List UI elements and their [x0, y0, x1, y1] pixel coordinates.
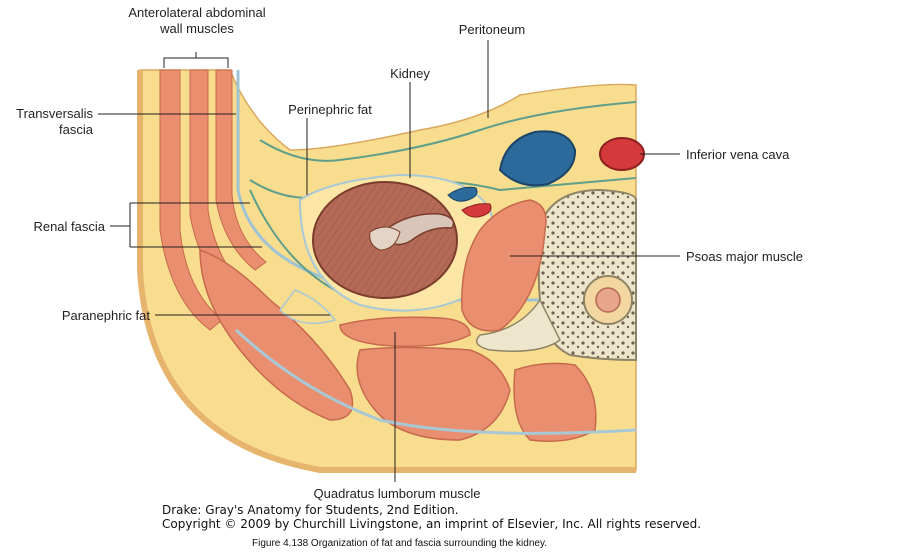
anterolateral-bracket — [163, 52, 229, 68]
latissimus-muscle — [199, 248, 354, 421]
label-perinephric-fat: Perinephric fat — [288, 102, 372, 117]
posterior-fascia — [234, 328, 637, 435]
anterolateral-wall-muscles — [159, 69, 267, 331]
skin-edge — [137, 70, 636, 473]
renal-sinus — [369, 226, 401, 251]
renal-pelvis — [384, 213, 455, 246]
renal-vein — [447, 186, 478, 202]
figure-caption: Figure 4.138 Organization of fat and fas… — [252, 538, 547, 549]
leader-lines — [98, 40, 680, 482]
label-anterolateral-line2: wall muscles — [159, 21, 234, 36]
label-inferior-vena-cava: Inferior vena cava — [686, 147, 790, 162]
transversus-abdominis-muscle — [215, 69, 267, 271]
aorta — [599, 137, 645, 171]
quadratus-lumborum-muscle — [339, 316, 471, 347]
anatomical-labels: Anterolateral abdominal wall muscles Tra… — [16, 5, 803, 501]
psoas-major-muscle — [461, 199, 547, 332]
label-psoas-major: Psoas major muscle — [686, 249, 803, 264]
label-kidney: Kidney — [390, 66, 430, 81]
great-vessels — [498, 130, 645, 187]
label-anterolateral-line1: Anterolateral abdominal — [128, 5, 265, 20]
copyright-notice: Copyright © 2009 by Churchill Livingston… — [162, 517, 702, 531]
renal-vessels — [447, 186, 492, 218]
renal-artery — [461, 203, 492, 218]
inferior-vena-cava — [498, 130, 577, 187]
label-quadratus-lumborum: Quadratus lumborum muscle — [314, 486, 481, 501]
spinal-cord — [595, 287, 621, 313]
multifidus-muscle — [513, 362, 597, 442]
source-credit: Drake: Gray's Anatomy for Students, 2nd … — [162, 503, 459, 517]
label-transversalis-line1: Transversalis — [16, 106, 93, 121]
label-peritoneum: Peritoneum — [459, 22, 525, 37]
kidney — [312, 181, 458, 299]
label-paranephric-fat: Paranephric fat — [62, 308, 151, 323]
renal-fascia-bracket — [110, 202, 262, 248]
label-transversalis-line2: fascia — [59, 122, 94, 137]
transverse-process — [475, 298, 561, 352]
vertebra — [475, 188, 637, 362]
label-renal-fascia: Renal fascia — [33, 219, 105, 234]
